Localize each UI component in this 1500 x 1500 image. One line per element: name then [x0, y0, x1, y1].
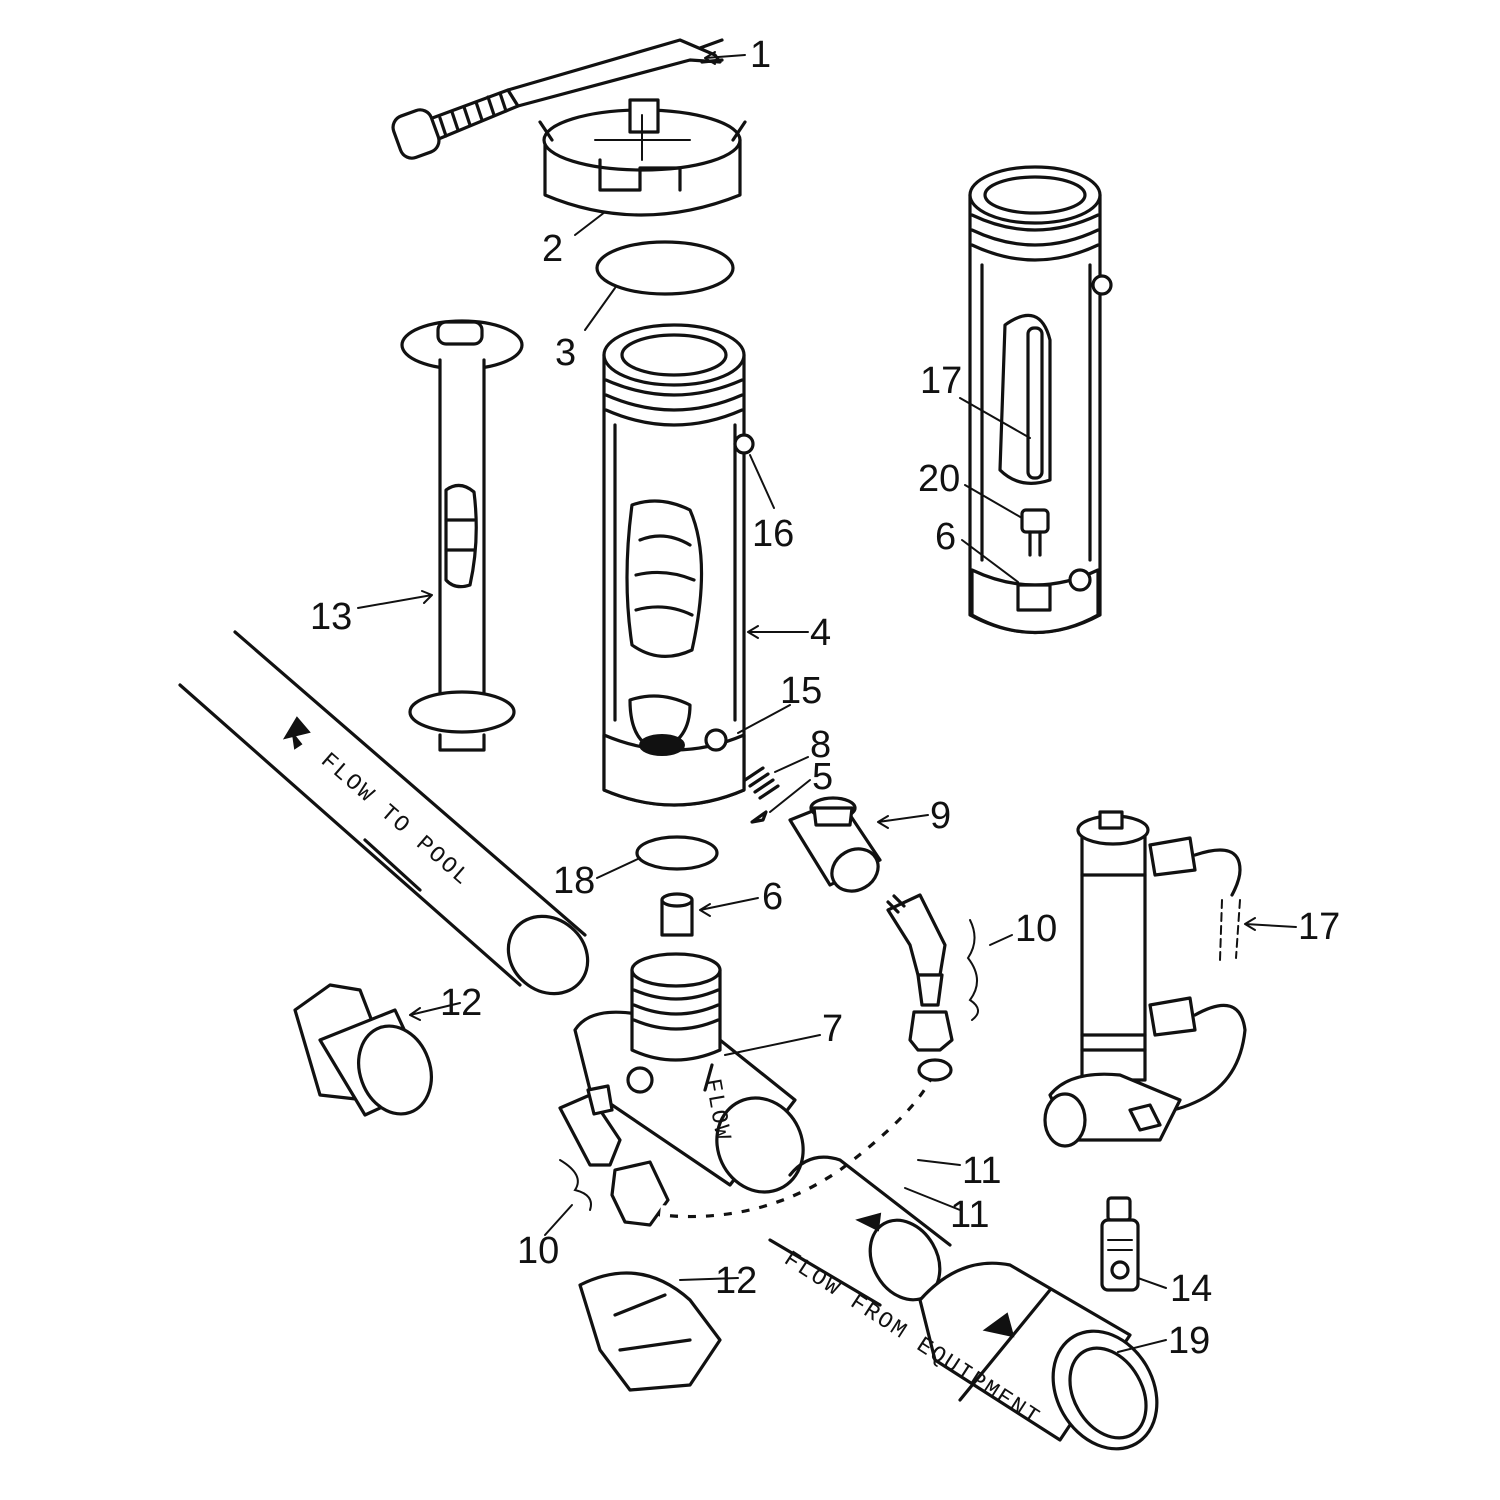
union-part-large [918, 1261, 1159, 1451]
installed-feeder-view [1043, 810, 1247, 1148]
leader-10-right [989, 934, 1013, 946]
callout-13: 13 [310, 596, 353, 638]
elbow-fitting-right [886, 893, 979, 1052]
pipe-to-pool [178, 630, 590, 996]
callout-17-right: 17 [1298, 906, 1341, 948]
tee-fitting-part: FLOW [573, 952, 805, 1194]
callout-14: 14 [1170, 1268, 1213, 1310]
check-valve-part [660, 892, 694, 937]
callout-6-lower: 6 [762, 876, 784, 918]
leader-12-lower [679, 1277, 739, 1281]
callout-10-left: 10 [517, 1230, 560, 1272]
bottle-part [1100, 1196, 1140, 1292]
callout-3: 3 [555, 332, 577, 374]
leader-19 [1117, 1339, 1167, 1353]
valve-part [788, 796, 882, 893]
pipe-from-equipment [768, 1155, 952, 1307]
leader-4 [747, 625, 809, 639]
feeder-body-part [602, 323, 755, 807]
callout-11-lower: 11 [950, 1194, 990, 1236]
callout-16: 16 [752, 513, 795, 555]
cap-nut-part [538, 98, 747, 217]
callout-5: 5 [812, 756, 834, 798]
spring-part [743, 766, 780, 800]
callout-8: 8 [810, 724, 832, 766]
leader-16 [749, 454, 775, 509]
callout-17-top: 17 [920, 360, 963, 402]
leader-3 [584, 287, 616, 331]
leader-18 [596, 857, 641, 879]
callout-19: 19 [1168, 1320, 1211, 1362]
leader-7 [724, 1034, 821, 1056]
leader-17-right [1244, 917, 1297, 931]
leader-6-top [961, 539, 1019, 583]
leader-6-lower [699, 897, 759, 917]
union-part-lower [578, 1271, 722, 1392]
leader-17-top [959, 397, 1031, 439]
spiral-hose-part [658, 1058, 953, 1227]
tablet-holder-part [400, 319, 524, 752]
callout-11-upper: 11 [962, 1150, 1002, 1192]
small-o-ring-part [635, 835, 719, 871]
leader-11a [917, 1159, 961, 1166]
elbow-fitting-left [558, 1084, 670, 1227]
o-ring-part [595, 240, 735, 296]
leader-10-left [544, 1204, 573, 1236]
wrench-handle-part [391, 38, 724, 160]
union-part-left [293, 983, 433, 1117]
callout-6-top: 6 [935, 516, 957, 558]
callout-9: 9 [930, 795, 952, 837]
assembled-body-view [968, 165, 1113, 635]
callout-4: 4 [810, 612, 832, 654]
leader-14 [1137, 1277, 1167, 1289]
callout-12-lower: 12 [715, 1260, 758, 1302]
leader-5 [769, 779, 811, 813]
callout-leaders [357, 51, 1297, 1353]
callout-15: 15 [780, 670, 823, 712]
leader-15 [737, 704, 791, 734]
callout-12-left: 12 [440, 982, 483, 1024]
callout-18: 18 [553, 860, 596, 902]
callout-10-right: 10 [1015, 908, 1058, 950]
callout-1: 1 [750, 34, 772, 76]
leader-20 [964, 484, 1023, 519]
leader-9 [877, 814, 929, 829]
leader-13 [357, 590, 433, 609]
leader-12-left [409, 1002, 461, 1021]
leader-8 [774, 756, 809, 773]
leader-11b [904, 1187, 961, 1211]
screw-part [750, 810, 768, 824]
callout-2: 2 [542, 228, 564, 270]
callout-7: 7 [822, 1008, 844, 1050]
leader-1 [704, 51, 746, 65]
callout-20: 20 [918, 458, 961, 500]
leader-2 [574, 211, 606, 236]
